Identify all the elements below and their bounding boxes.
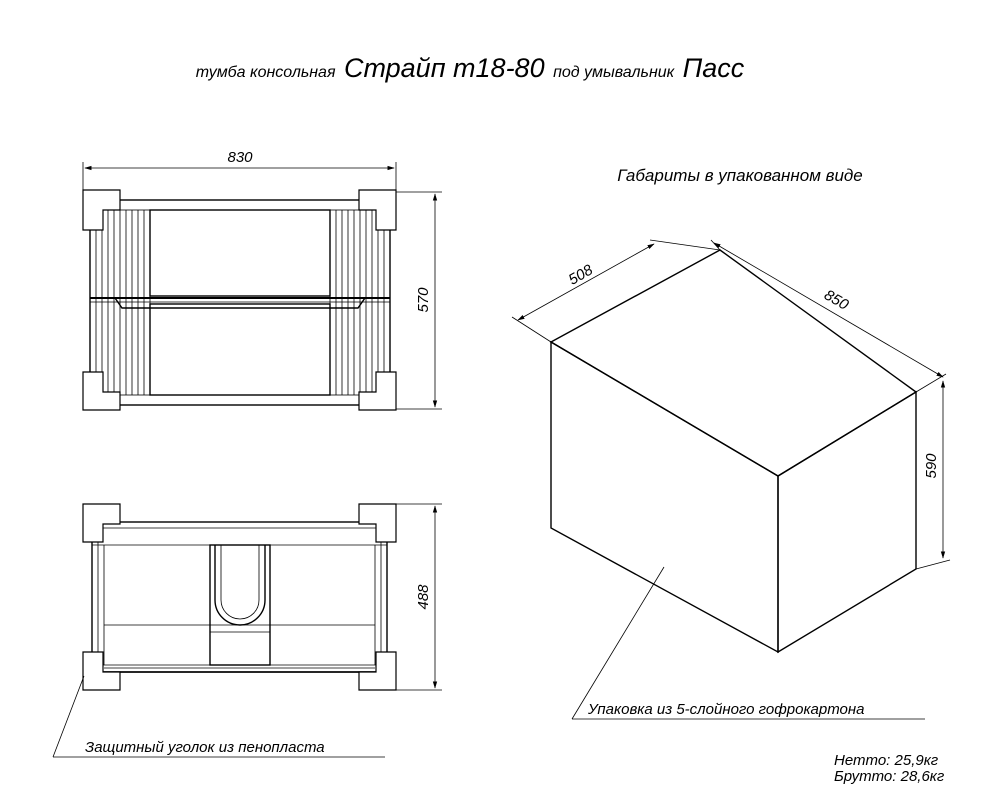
- package-box: [549, 249, 918, 654]
- upper-drawer: [149, 209, 331, 297]
- title-part-1: тумба консольная: [196, 64, 336, 81]
- top-depth-dimension: 488: [415, 584, 432, 610]
- foam-corner-top-right: [358, 189, 397, 231]
- right-striped-panel: [329, 209, 391, 396]
- title-part-3: под умывальник: [553, 64, 676, 81]
- foam-corner-label: Защитный уголок из пенопласта: [85, 739, 325, 756]
- foam-corner-top-left-2: [82, 503, 121, 543]
- net-weight: Нетто: 25,9кг: [834, 752, 939, 769]
- packaging-label: Упаковка из 5-слойного гофрокартона: [587, 701, 864, 718]
- title-part-4: Пасс: [683, 53, 745, 83]
- box-height-dimension-group: 590: [915, 380, 951, 570]
- box-depth-dimension-line: [517, 243, 655, 321]
- front-view: 830 570: [82, 149, 442, 411]
- foam-corner-bottom-right-2: [358, 651, 397, 691]
- box-depth-dimension: 508: [566, 261, 597, 289]
- foam-corner-top-right-2: [358, 503, 397, 543]
- title-part-2: Страйп т18-80: [344, 53, 545, 83]
- gross-weight: Брутто: 28,6кг: [834, 768, 945, 785]
- siphon-cutout: [209, 544, 271, 666]
- box-height-dimension: 590: [923, 453, 940, 479]
- box-depth-dimension-group: 508: [511, 239, 721, 343]
- drawing-title: тумба консольная Страйп т18-80 под умыва…: [196, 53, 745, 83]
- front-width-dimension: 830: [227, 149, 253, 166]
- foam-corner-callout: Защитный уголок из пенопласта: [52, 675, 385, 758]
- box-width-dimension: 850: [821, 286, 852, 314]
- left-striped-panel: [89, 209, 151, 396]
- package-caption: Габариты в упакованном виде: [617, 166, 863, 185]
- packaging-callout: Упаковка из 5-слойного гофрокартона: [571, 566, 925, 720]
- foam-corner-bottom-left: [82, 371, 121, 411]
- box-width-dimension-line: [713, 242, 944, 378]
- foam-corner-bottom-right: [358, 371, 397, 411]
- foam-corner-bottom-left-2: [82, 651, 121, 691]
- front-height-dimension: 570: [415, 287, 432, 313]
- foam-corner-top-left: [82, 189, 121, 231]
- box-width-dimension-group: 850: [710, 239, 947, 393]
- lower-drawer: [149, 303, 331, 396]
- top-view: 488: [82, 503, 442, 691]
